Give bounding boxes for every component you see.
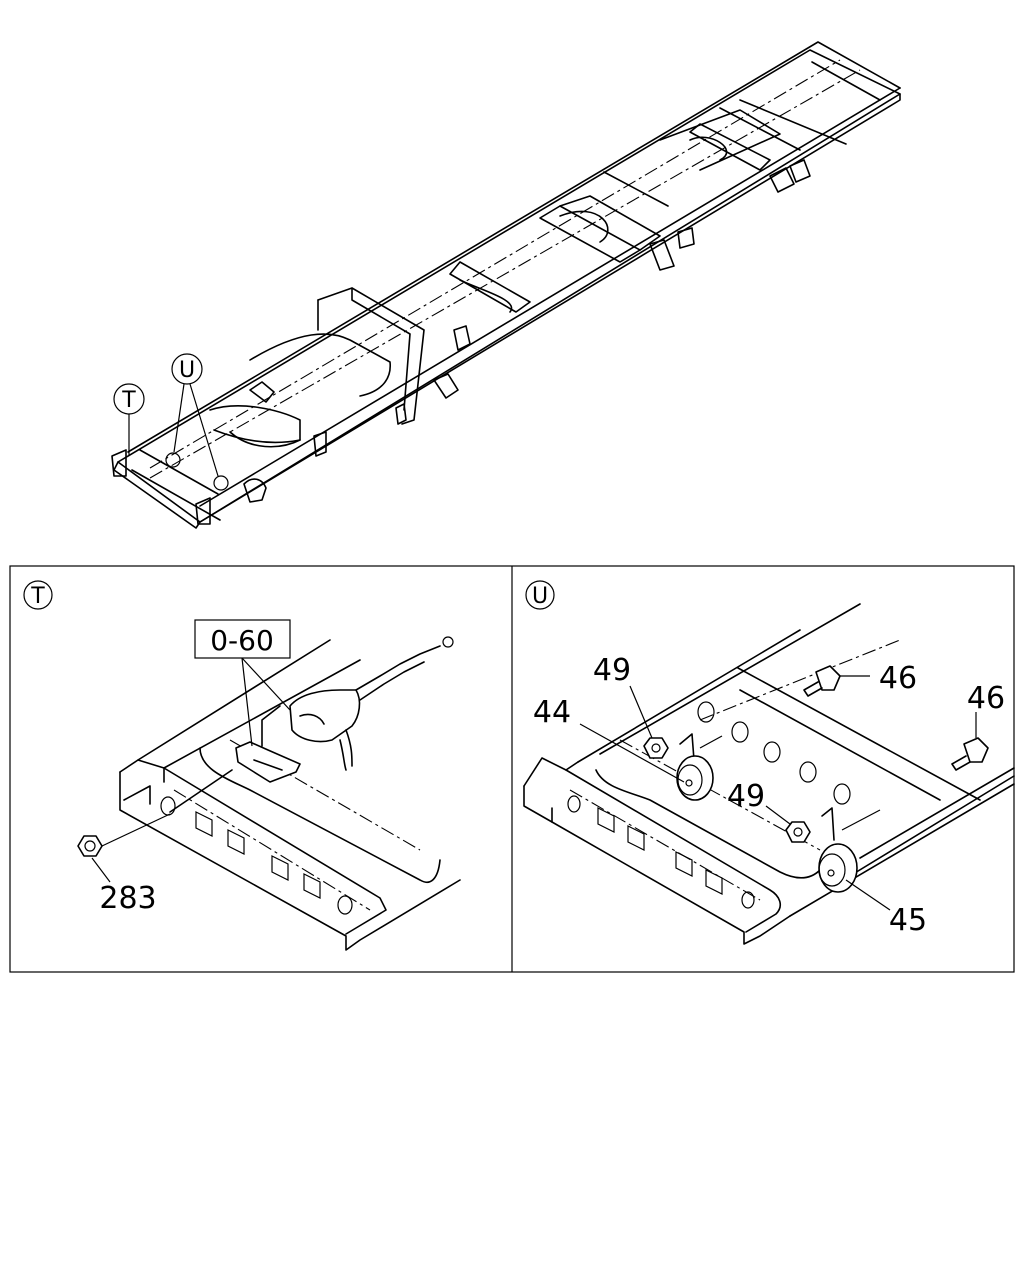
callout-t-label: T [121, 388, 136, 413]
detail-t-panel: T [23, 580, 461, 951]
detail-u-marker: U [532, 584, 548, 609]
horn-44 [676, 733, 723, 801]
label-45: 45 [889, 903, 927, 938]
callout-u-label: U [179, 358, 195, 383]
detail-t-marker: T [30, 584, 45, 609]
label-49-lower: 49 [727, 779, 765, 814]
reference-box: 0-60 [194, 619, 291, 747]
horn-45 [818, 807, 881, 893]
nut-283: 283 [77, 813, 171, 916]
label-44: 44 [533, 695, 571, 730]
nut-49-lower [785, 821, 811, 843]
callout-u: U [171, 353, 219, 477]
detail-u-panel: U [523, 580, 1015, 945]
chassis-frame-overview [111, 41, 901, 529]
frame-rail-t [119, 639, 461, 951]
cable-bracket [169, 636, 454, 813]
label-46-right: 46 [967, 681, 1005, 716]
detail-panels [9, 565, 1015, 973]
bolt-46-right [951, 712, 989, 771]
reference-box-label: 0-60 [210, 624, 274, 657]
bolt-46-upper [803, 665, 870, 697]
callout-t: T [113, 383, 145, 456]
label-49-upper: 49 [593, 653, 631, 688]
label-283: 283 [99, 881, 156, 916]
label-46-upper: 46 [879, 661, 917, 696]
nut-49-upper [643, 737, 669, 759]
